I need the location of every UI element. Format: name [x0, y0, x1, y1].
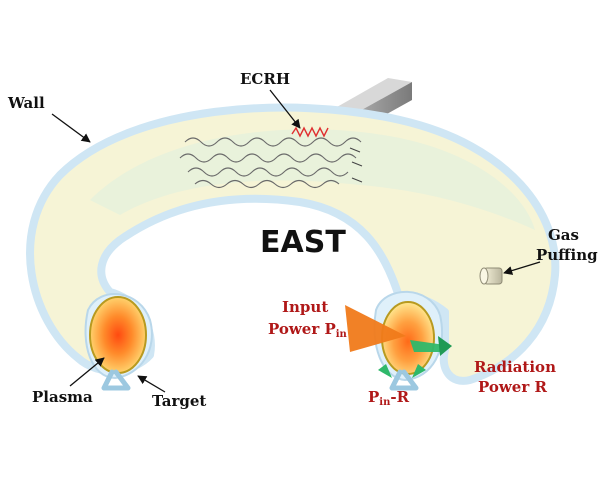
input-power-label-line1: Input	[282, 298, 328, 316]
target-pointer	[137, 375, 166, 393]
left-plasma	[89, 296, 147, 374]
plasma-pointer	[69, 357, 105, 387]
pin-r-label: Pin-R	[368, 388, 410, 408]
ecrh-wave	[291, 126, 329, 138]
gas-puffing-valve	[479, 267, 503, 285]
radiation-label-line2: Power R	[478, 378, 547, 396]
gas-label-line1: Gas	[548, 226, 579, 244]
wall-label: Wall	[7, 94, 45, 112]
wall-pointer	[51, 113, 91, 143]
right-target	[389, 369, 419, 391]
gas-pointer	[503, 261, 541, 275]
target-label: Target	[152, 392, 206, 410]
torus-vessel	[26, 103, 560, 385]
radiation-label-line1: Radiation	[474, 358, 556, 376]
ecrh-pointer	[269, 89, 301, 129]
plasma-label: Plasma	[32, 388, 93, 406]
exhaust-arrow-left	[378, 364, 392, 378]
left-target	[101, 369, 131, 391]
exhaust-arrow-right	[412, 364, 426, 378]
input-power-label-line2: Power Pin	[268, 320, 348, 340]
input-power-arrow	[345, 305, 406, 352]
ecrh-label: ECRH	[240, 70, 290, 88]
left-divertor	[84, 293, 153, 391]
ecrh-field-lines	[179, 137, 363, 189]
gas-label-line2: Puffing	[536, 246, 598, 264]
east-title: EAST	[260, 225, 346, 260]
